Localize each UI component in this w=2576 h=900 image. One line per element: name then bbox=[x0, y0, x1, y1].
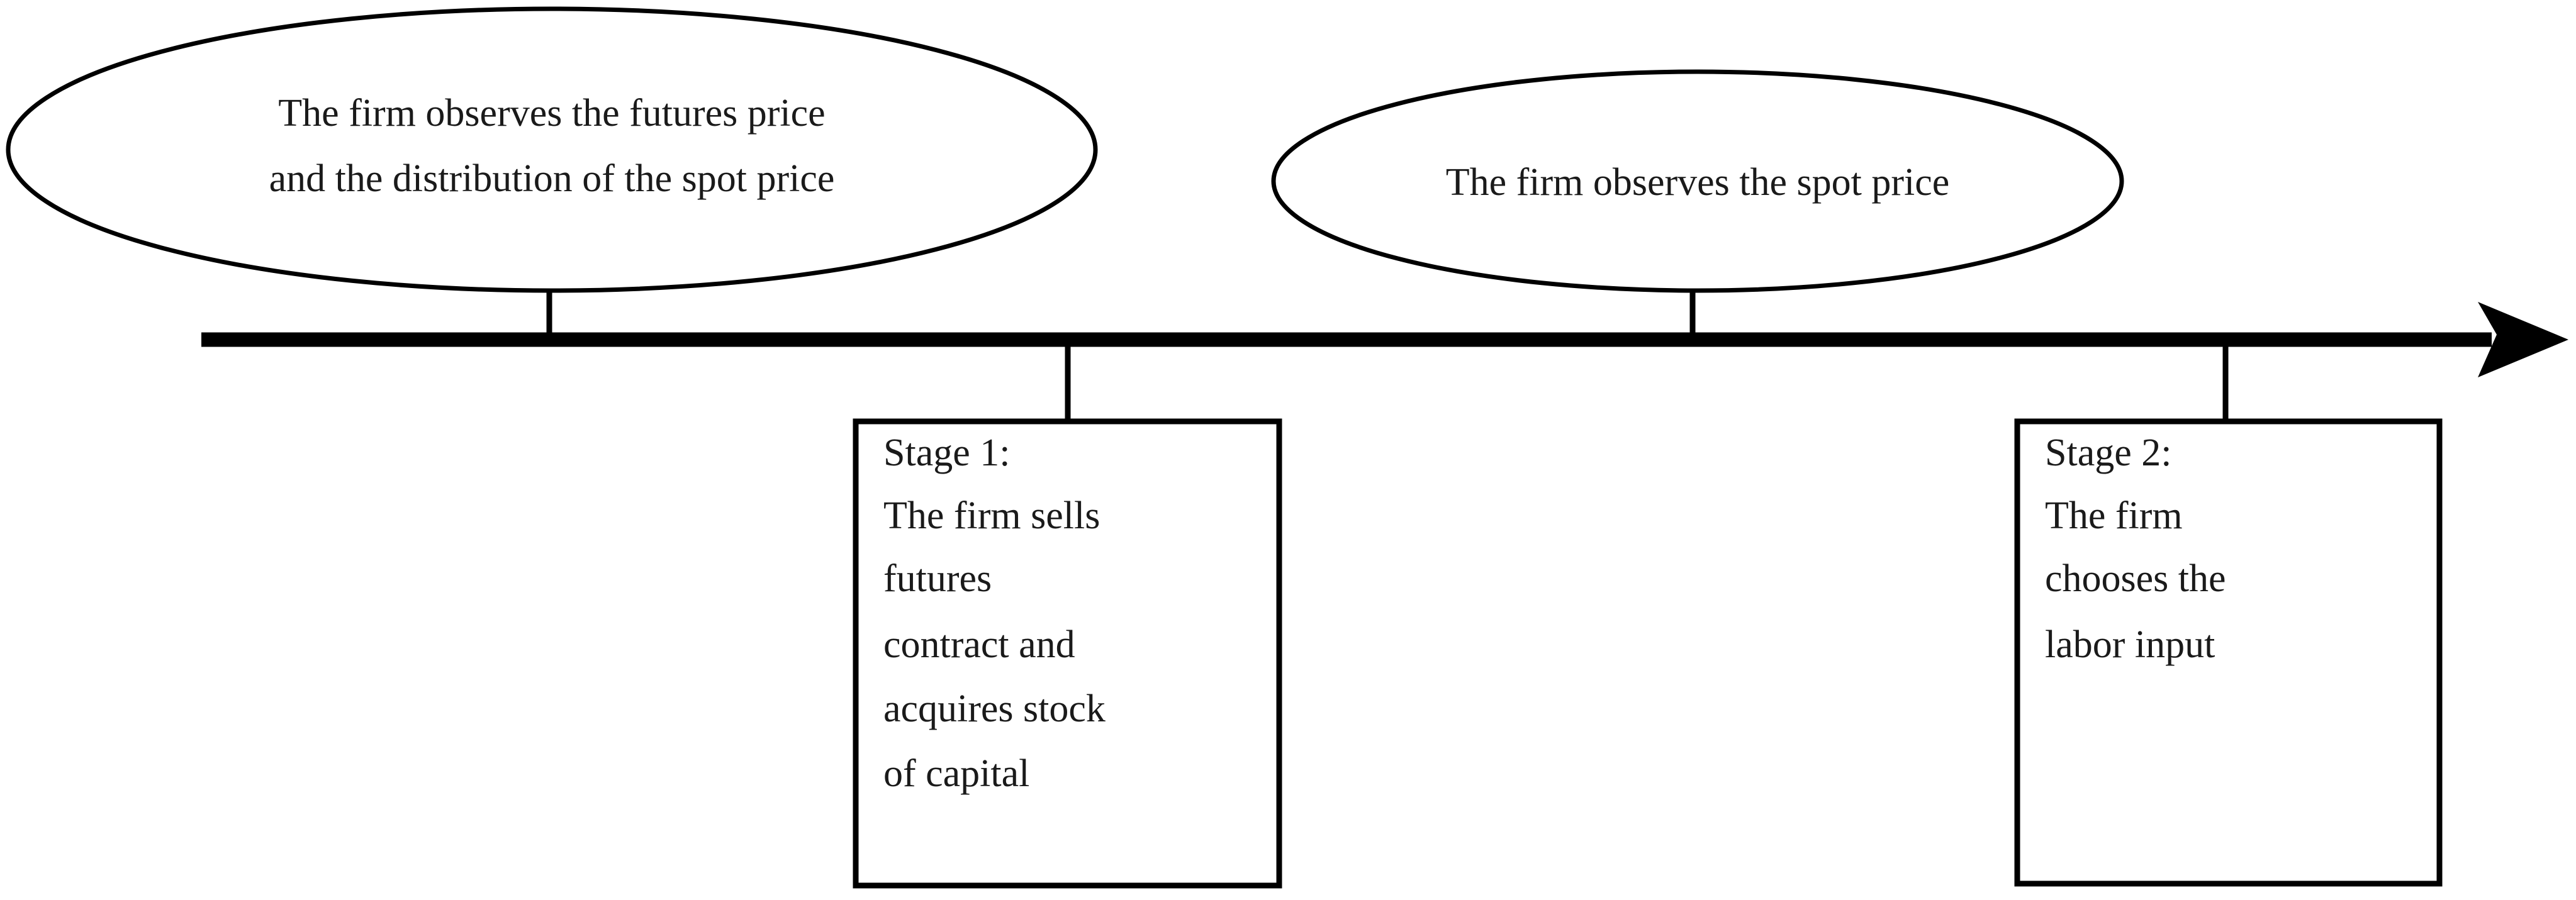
bubble-futures-price-outline bbox=[6, 6, 1098, 293]
stage-1-box-line-5: acquires stock bbox=[883, 687, 1106, 730]
stage-2-box-line-2: The firm bbox=[2045, 494, 2183, 537]
time-axis bbox=[201, 302, 2568, 377]
stage-2-box-line-1: Stage 2: bbox=[2045, 431, 2171, 474]
bubble-futures-price[interactable]: The firm observes the futures price and … bbox=[6, 6, 1098, 293]
stage-1-box-line-1: Stage 1: bbox=[883, 431, 1010, 474]
stage-2-box-line-3: chooses the bbox=[2045, 557, 2226, 600]
stage-2-box[interactable]: Stage 2: The firm chooses the labor inpu… bbox=[2014, 418, 2443, 887]
bubble-spot-price[interactable]: The firm observes the spot price bbox=[1271, 69, 2124, 293]
bubble-spot-price-line-1: The firm observes the spot price bbox=[1446, 161, 1950, 204]
stage-2-box-outline bbox=[2014, 418, 2443, 887]
stage-1-box-line-3: futures bbox=[883, 557, 992, 600]
stage-1-box-line-6: of capital bbox=[883, 752, 1029, 795]
stage-2-box-line-4: labor input bbox=[2045, 623, 2215, 666]
stage-1-box-line-4: contract and bbox=[883, 623, 1075, 666]
stage-1-box-line-2: The firm sells bbox=[883, 494, 1100, 537]
stage-1-box-outline bbox=[853, 418, 1282, 889]
bubble-futures-price-line-1: The firm observes the futures price bbox=[278, 92, 825, 135]
time-axis-arrow-icon bbox=[2478, 302, 2568, 377]
bubble-futures-price-line-2: and the distribution of the spot price bbox=[269, 157, 835, 200]
stage-1-box[interactable]: Stage 1: The firm sells futures contract… bbox=[853, 418, 1282, 889]
bubble-spot-price-outline bbox=[1271, 69, 2124, 293]
